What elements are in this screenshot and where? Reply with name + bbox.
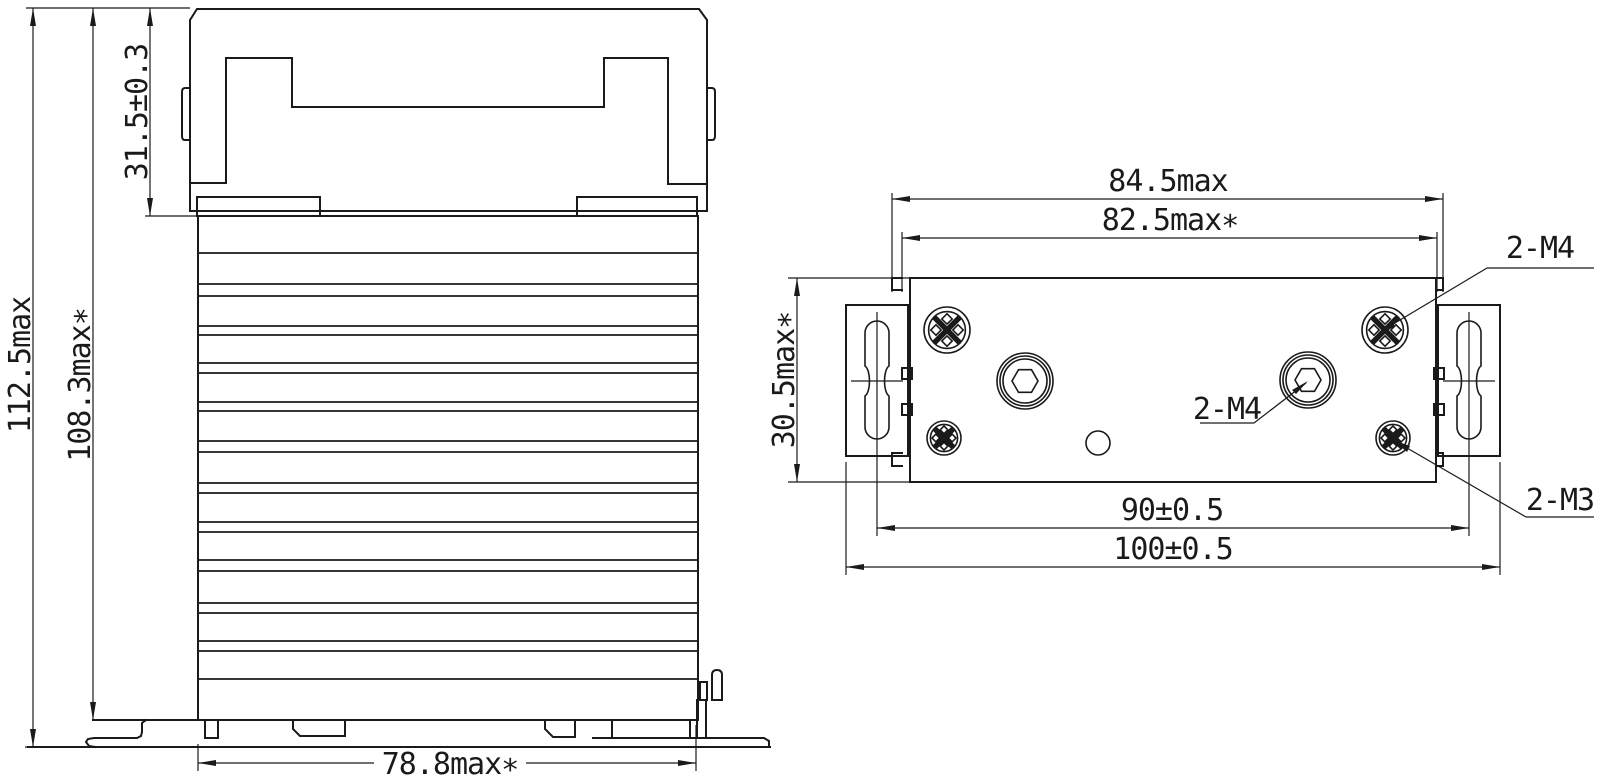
label-center-screws: 2-M4: [1193, 392, 1261, 427]
m4-hex-screw-left: [996, 352, 1054, 410]
dim-overall-width: 100±0.5: [1113, 532, 1232, 567]
din-clip: [696, 668, 723, 739]
top-view-body: [909, 277, 1437, 483]
right-ear: [706, 87, 716, 141]
left-foot: [196, 196, 321, 217]
dim-heatsink-height: 108.3max∗: [63, 308, 98, 462]
heatsink-fins: [198, 252, 698, 680]
side-view-dimensions: 112.5max 108.3max∗ 31.5±0.3 78.8max∗: [3, 7, 697, 777]
right-bracket: [1437, 304, 1501, 536]
screw-heads: [923, 306, 1411, 456]
dim-relay-height: 31.5±0.3: [120, 44, 155, 181]
m3-screw-bottom-left: [926, 420, 962, 456]
heatsink: [92, 215, 699, 721]
left-slot: [864, 320, 890, 440]
screw-labels: 2-M4 2-M4 2-M3: [1193, 231, 1595, 518]
m3-screw-bottom-right: [1375, 420, 1411, 456]
dim-depth: 30.5max∗: [767, 312, 802, 449]
dim-width-outer: 84.5max: [1108, 164, 1227, 199]
relay-body: [181, 8, 716, 217]
label-small-screws: 2-M3: [1526, 483, 1594, 518]
top-view: 84.5max 82.5max∗ 30.5max∗ 90±0.5 100±0.5: [767, 164, 1595, 575]
m4-hex-screw-right: [1279, 351, 1337, 409]
right-slot: [1456, 320, 1482, 440]
left-ear: [181, 87, 191, 141]
side-view: 112.5max 108.3max∗ 31.5±0.3 78.8max∗: [3, 7, 771, 777]
label-corner-screws: 2-M4: [1506, 231, 1574, 266]
dim-width-inner: 82.5max∗: [1102, 203, 1239, 238]
top-view-dimensions: 84.5max 82.5max∗ 30.5max∗ 90±0.5 100±0.5: [767, 164, 1501, 575]
dim-slot-spacing: 90±0.5: [1121, 493, 1223, 528]
side-tabs: [891, 277, 1445, 467]
left-bracket: [845, 304, 909, 536]
right-foot: [576, 196, 698, 217]
dim-base-width: 78.8max∗: [382, 747, 519, 777]
bottom-mounting: [27, 668, 771, 749]
m4-screw-top-left: [923, 306, 971, 354]
dim-overall-height: 112.5max: [3, 297, 38, 434]
pilot-hole: [1085, 430, 1111, 456]
